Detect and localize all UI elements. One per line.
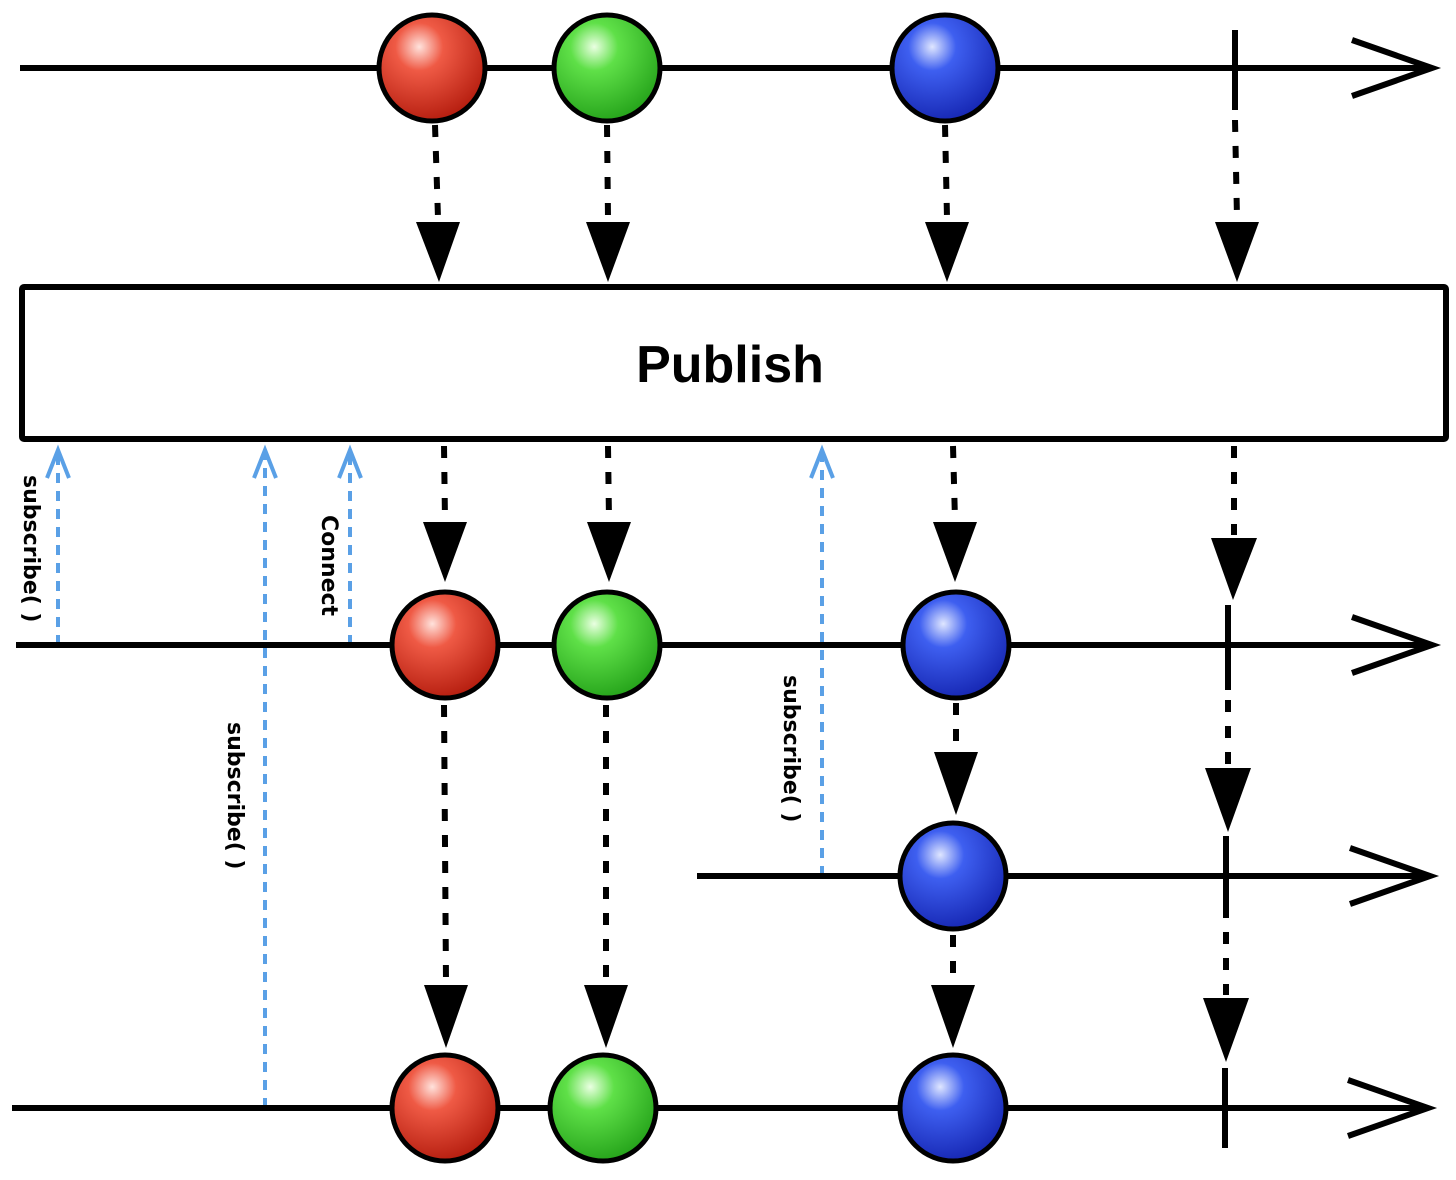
down-arrowhead — [1203, 998, 1249, 1062]
blue-up-arrowhead — [252, 444, 278, 479]
down-arrowhead — [1211, 538, 1257, 600]
down-arrowhead — [586, 222, 630, 282]
subscriber-2-arrowhead — [1347, 1077, 1438, 1139]
subscriber-3-arrowhead — [1349, 845, 1440, 907]
subscriber-2-marble-red — [389, 1052, 501, 1164]
down-arrowhead — [416, 222, 460, 282]
connect-label: Connect — [316, 515, 341, 617]
source-axis-arrowhead — [1351, 37, 1442, 99]
subscriber-1-timeline — [16, 589, 1442, 701]
operator-box: Publish — [19, 284, 1449, 442]
operator-title: Publish — [636, 336, 824, 394]
subscriber-2-marble-blue — [897, 1052, 1009, 1164]
down-arrowhead — [423, 522, 467, 582]
source-to-operator-arrows — [416, 119, 1259, 282]
subscriber-2-timeline — [12, 1052, 1438, 1164]
source-marble-green — [551, 12, 663, 124]
source-marble-blue — [889, 12, 1001, 124]
subscriber-3-timeline — [697, 820, 1440, 932]
source-marble-red — [376, 12, 488, 124]
subscription-arrows — [45, 444, 835, 1108]
subscribe-label-1: subscribe( ) — [18, 475, 43, 622]
subscriber-1-marble-blue — [900, 589, 1012, 701]
down-arrowhead — [925, 222, 969, 282]
blue-up-arrowhead — [337, 444, 363, 479]
subscriber-1-arrowhead — [1351, 614, 1442, 676]
subscriber-1-to-3-arrows — [934, 700, 1251, 832]
to-subscriber-2-arrows — [424, 704, 1249, 1062]
down-arrowhead — [1205, 768, 1251, 832]
source-timeline — [20, 12, 1442, 124]
down-arrowhead — [933, 522, 977, 582]
subscriber-1-marble-green — [551, 589, 663, 701]
subscriber-1-marble-red — [389, 589, 501, 701]
subscribe-label-2: subscribe( ) — [222, 722, 247, 869]
blue-up-arrowhead — [809, 444, 835, 479]
down-arrowhead — [1215, 222, 1259, 282]
down-arrowhead — [931, 985, 975, 1048]
down-arrowhead — [584, 985, 628, 1048]
subscriber-2-marble-green — [547, 1052, 659, 1164]
down-arrowhead — [587, 522, 631, 582]
operator-to-subscriber-1-arrows — [423, 445, 1257, 600]
blue-up-arrowhead — [45, 444, 71, 479]
down-arrowhead — [424, 985, 468, 1048]
subscribe-label-3: subscribe( ) — [778, 675, 803, 822]
subscriber-3-marble-blue — [897, 820, 1009, 932]
down-arrowhead — [934, 752, 978, 815]
